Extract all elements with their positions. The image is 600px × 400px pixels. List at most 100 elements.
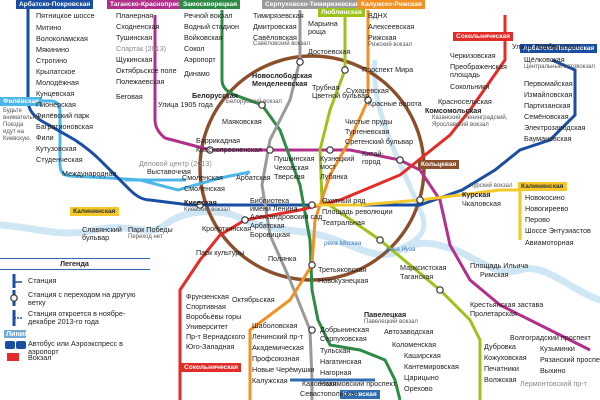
station-biblioteka[interactable]: Библиотека имени Ленина bbox=[250, 196, 298, 213]
station-pyatnitskoe[interactable]: Пятницкое шоссе bbox=[36, 11, 95, 20]
station-prospekt-mira[interactable]: Проспект Мира bbox=[362, 65, 414, 74]
station-ulitsa1905[interactable]: Улица 1905 года bbox=[158, 100, 213, 109]
station-vorobyovy[interactable]: Воробьёвы горы bbox=[186, 312, 242, 321]
station-krasnoselskaya[interactable]: Красносельская bbox=[438, 97, 492, 106]
station-novoslobodskaya[interactable]: Новослободская bbox=[252, 71, 313, 80]
station-okhotny-ryad[interactable]: Охотный ряд bbox=[322, 196, 366, 205]
station-polezhaevskaya[interactable]: Полежаевская bbox=[116, 77, 165, 86]
station-kurskaya[interactable]: Курская bbox=[462, 190, 491, 199]
station-aviamotornaya[interactable]: Авиамоторная bbox=[525, 238, 574, 247]
station-sokol[interactable]: Сокол bbox=[184, 44, 205, 53]
station-ploshchad-ilicha[interactable]: Площадь Ильича bbox=[470, 261, 529, 270]
station-fili[interactable]: Фили bbox=[36, 133, 54, 142]
station-pr-vernadskogo[interactable]: Пр-т Вернадского bbox=[186, 332, 246, 341]
station-shabolovskaya[interactable]: Шаболовская bbox=[252, 321, 298, 330]
station-taganskaya[interactable]: Таганская bbox=[400, 272, 434, 281]
station-partizanskaya[interactable]: Партизанская bbox=[524, 101, 571, 110]
station-pionerskaya[interactable]: Пионерская bbox=[36, 100, 76, 109]
station-pervomayskaya[interactable]: Первомайская bbox=[524, 79, 573, 88]
station-shchukinskaya[interactable]: Щукинская bbox=[116, 55, 153, 64]
station-volgogradsky[interactable]: Волгоградский проспект bbox=[510, 333, 591, 342]
station-voykovskaya[interactable]: Войковская bbox=[184, 33, 223, 42]
station-kozhukhovskaya[interactable]: Кожуховская bbox=[484, 353, 527, 362]
station-aeroport[interactable]: Аэропорт bbox=[184, 55, 216, 64]
station-kantemirovskaya[interactable]: Кантемировская bbox=[404, 362, 459, 371]
station-oktyabrskaya[interactable]: Октябрьская bbox=[232, 295, 275, 304]
station-myakininoe[interactable]: Мякинино bbox=[36, 45, 69, 54]
station-vystavochnaya[interactable]: Выставочная bbox=[147, 167, 191, 176]
station-cherkizovskaya[interactable]: Черкизовская bbox=[450, 51, 496, 60]
station-yugo-zapadnaya[interactable]: Юго-Западная bbox=[186, 342, 235, 351]
station-kuntsevskaya[interactable]: Кунцевская bbox=[36, 89, 75, 98]
station-polyanka[interactable]: Полянка bbox=[268, 254, 297, 263]
station-belorusskaya[interactable]: Белорусская bbox=[192, 91, 238, 100]
station-nagornaya[interactable]: Нагорная bbox=[320, 368, 352, 377]
station-spartak[interactable]: Спартак (2013) bbox=[116, 44, 167, 53]
station-tverskaya[interactable]: Тверская bbox=[274, 172, 305, 181]
station-tushinskaya[interactable]: Тушинская bbox=[116, 33, 153, 42]
station-sukharevskaya[interactable]: Сухаревская bbox=[346, 86, 389, 95]
station-komsomolskaya[interactable]: Комсомольская bbox=[425, 106, 482, 115]
station-filevsky-park[interactable]: Филёвский парк bbox=[36, 111, 90, 120]
station-tsvetnoy[interactable]: Цветной бульвар bbox=[312, 91, 370, 100]
station-tsaritsyno[interactable]: Царицыно bbox=[404, 373, 439, 382]
station-ulitsa-podbelskogo[interactable]: Улица Подбельского bbox=[512, 42, 581, 51]
station-baumanskaya[interactable]: Баумановская bbox=[524, 134, 572, 143]
station-kuzminki[interactable]: Кузьминки bbox=[540, 344, 575, 353]
station-park-kultury[interactable]: Парк культуры bbox=[196, 248, 245, 257]
station-nagatinskaya[interactable]: Нагатинская bbox=[320, 357, 362, 366]
station-mezhdunarodnaya[interactable]: Международная bbox=[62, 169, 117, 178]
station-strogino[interactable]: Строгино bbox=[36, 56, 68, 65]
station-kitay-gorod[interactable]: Китай-город bbox=[362, 149, 384, 166]
station-kakhovskaya[interactable]: Каховская bbox=[302, 379, 337, 388]
station-novogireevo[interactable]: Новогиреево bbox=[525, 204, 569, 213]
station-kutuzovskaya[interactable]: Кутузовская bbox=[36, 144, 77, 153]
station-savelovskaya[interactable]: Савёловская bbox=[253, 33, 297, 42]
station-novokosino[interactable]: Новокосино bbox=[525, 193, 565, 202]
station-tretyakovskaya[interactable]: Третьяковская bbox=[318, 265, 367, 274]
station-paveletskaya[interactable]: Павелецкая bbox=[364, 310, 407, 319]
station-trubnaya[interactable]: Трубная bbox=[312, 83, 340, 92]
station-frunzenskaya[interactable]: Фрунзенская bbox=[186, 292, 229, 301]
station-teatralnaya[interactable]: Театральная bbox=[322, 218, 365, 227]
station-kievskaya[interactable]: Киевская bbox=[184, 198, 217, 207]
station-krasnopresnenskaya[interactable]: Краснопресненская bbox=[196, 145, 262, 154]
station-avtozavodskaya[interactable]: Автозаводская bbox=[384, 327, 434, 336]
station-serpukhovskaya[interactable]: Серпуховская bbox=[320, 334, 367, 343]
station-mayakovskaya[interactable]: Маяковская bbox=[222, 117, 262, 126]
station-arbatskaya-a[interactable]: Арбатская bbox=[250, 221, 285, 230]
station-vykhino[interactable]: Выхино bbox=[540, 366, 566, 375]
station-sportivnaya[interactable]: Спортивная bbox=[186, 302, 226, 311]
station-novokuznetskaya[interactable]: Новокузнецкая bbox=[318, 276, 369, 285]
station-planernaya[interactable]: Планерная bbox=[116, 11, 154, 20]
station-kuznetsky[interactable]: Кузнецкий мост bbox=[320, 154, 355, 171]
station-dostoevskaya[interactable]: Достоевская bbox=[308, 47, 351, 56]
station-begovaya[interactable]: Беговая bbox=[116, 92, 143, 101]
station-mitino[interactable]: Митино bbox=[36, 23, 62, 32]
station-barrikadnaya[interactable]: Баррикадная bbox=[196, 136, 241, 145]
station-lubyanka[interactable]: Лубянка bbox=[320, 172, 348, 181]
station-mendeleevskaya[interactable]: Менделеевская bbox=[252, 79, 308, 88]
station-dmitrovskaya[interactable]: Дмитровская bbox=[253, 22, 297, 31]
station-sokolniki[interactable]: Сокольники bbox=[450, 82, 490, 91]
station-aleksandrovsky[interactable]: Александровский сад bbox=[250, 212, 323, 221]
station-rechnoy[interactable]: Речной вокзал bbox=[184, 11, 233, 20]
station-pechatniki[interactable]: Печатники bbox=[484, 364, 519, 373]
station-akademicheskaya[interactable]: Академическая bbox=[252, 343, 304, 352]
station-dubrovka[interactable]: Дубровка bbox=[484, 342, 516, 351]
station-volokolamskaya[interactable]: Волоколамская bbox=[36, 34, 88, 43]
station-ploshchad-rev[interactable]: Площадь революции bbox=[322, 207, 393, 216]
station-smolenskaya-f[interactable]: Смоленская bbox=[182, 173, 223, 182]
station-shosse-entuziastov[interactable]: Шоссе Энтузиастов bbox=[525, 226, 591, 235]
station-delovoy[interactable]: Деловой центр (2013) bbox=[139, 159, 212, 168]
station-chistye-prudy[interactable]: Чистые пруды bbox=[345, 117, 393, 126]
station-perovo[interactable]: Перово bbox=[525, 215, 550, 224]
station-tulskaya[interactable]: Тульская bbox=[320, 346, 351, 355]
station-profsoyuznaya[interactable]: Профсоюзная bbox=[252, 354, 300, 363]
station-volzhskaya[interactable]: Волжская bbox=[484, 375, 517, 384]
station-oktyabrskoe[interactable]: Октябрьское поле bbox=[116, 66, 177, 75]
station-arbatskaya-f[interactable]: Арбатская bbox=[236, 173, 271, 182]
station-slavyansky[interactable]: Славянский бульвар bbox=[82, 225, 122, 242]
station-novye-cheryomushki[interactable]: Новые Черёмушки bbox=[252, 365, 315, 374]
